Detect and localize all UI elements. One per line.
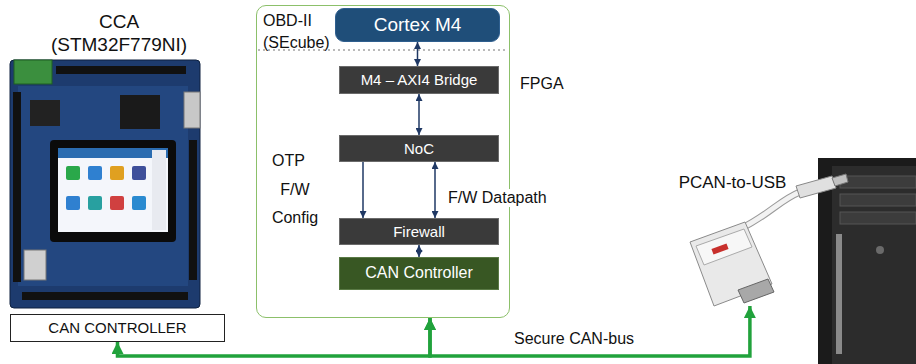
edge-label-holder: F/W Datapath [446,189,549,207]
ethernet-jack [184,92,200,128]
edge-label-holder: Secure CAN-bus [512,330,636,348]
pcan-device [690,174,848,306]
app-icon [88,196,102,210]
usb-cable [742,192,800,228]
controller-box: CAN CONTROLLER [10,314,225,342]
arrow-connector [434,162,436,218]
app-icon [110,196,124,210]
logo-mark [711,243,728,254]
box-label: M4 – AXI4 Bridge [361,71,478,88]
app-icon [88,166,102,180]
arrow-connector [418,94,420,135]
label-holder: FPGA [520,75,564,93]
screen-bezel [50,140,176,242]
box-label: CAN Controller [365,264,473,282]
board-group: CCA (STM32F779NI) CAN CONTROLLER [8,4,230,344]
chip [30,100,60,126]
block-label: OTP [272,152,305,170]
box-label: CAN CONTROLLER [48,319,186,336]
app-icon [66,196,80,210]
drive-bay [840,212,916,224]
screen-side [152,150,166,230]
bus-connector [430,306,750,356]
can-controller-box: CAN Controller [339,257,499,290]
screen-bar [58,148,168,158]
label-holder: OTP [272,152,305,170]
pcb-area [18,86,188,286]
connector-label: F/W Config [262,176,328,232]
dev-board [10,60,200,308]
chip [120,95,160,129]
pcb [10,60,200,308]
group-heading: CCA (STM32F779NI) [44,10,194,56]
drive-bay [840,194,916,206]
edge-label-holder: F/W Config [262,176,328,232]
app-icon [132,196,146,210]
app-icon [66,166,80,180]
tower-front [832,166,916,364]
group-heading: PCAN-to-USB [660,172,805,194]
noc-box: NoC [339,135,499,162]
connector-label: Secure CAN-bus [512,330,636,348]
app-icon [110,166,124,180]
db9-connector [738,279,774,303]
device-top [696,229,752,265]
group-heading: OBD-II (SEcube) [263,10,337,54]
green-module [14,60,52,84]
usb-plug [796,176,836,198]
usb-plug-metal [832,174,848,186]
cpu-box: Cortex M4 [335,8,500,42]
header-strip [56,66,186,74]
screen [58,148,168,232]
silver-strip [836,234,842,354]
bridge-box: M4 – AXI4 Bridge [339,66,499,94]
header-strip [22,292,188,300]
header-strip [189,140,197,280]
drive-bay [840,176,916,188]
box-label: Cortex M4 [374,14,462,36]
arrow-connector [418,245,420,257]
block-label: FPGA [520,75,564,93]
arrow-connector [417,42,419,66]
arrow-connector [362,162,364,218]
box-label: Firewall [393,223,445,240]
firewall-box: Firewall [339,218,499,245]
app-icon [132,166,146,180]
power-button [876,246,884,254]
box-label: NoC [404,140,434,157]
header-strip [13,92,21,282]
connector-label: F/W Datapath [446,189,549,207]
usb-cable [742,192,800,228]
adapter-group: PCAN-to-USB [660,168,805,306]
connector [24,250,46,280]
